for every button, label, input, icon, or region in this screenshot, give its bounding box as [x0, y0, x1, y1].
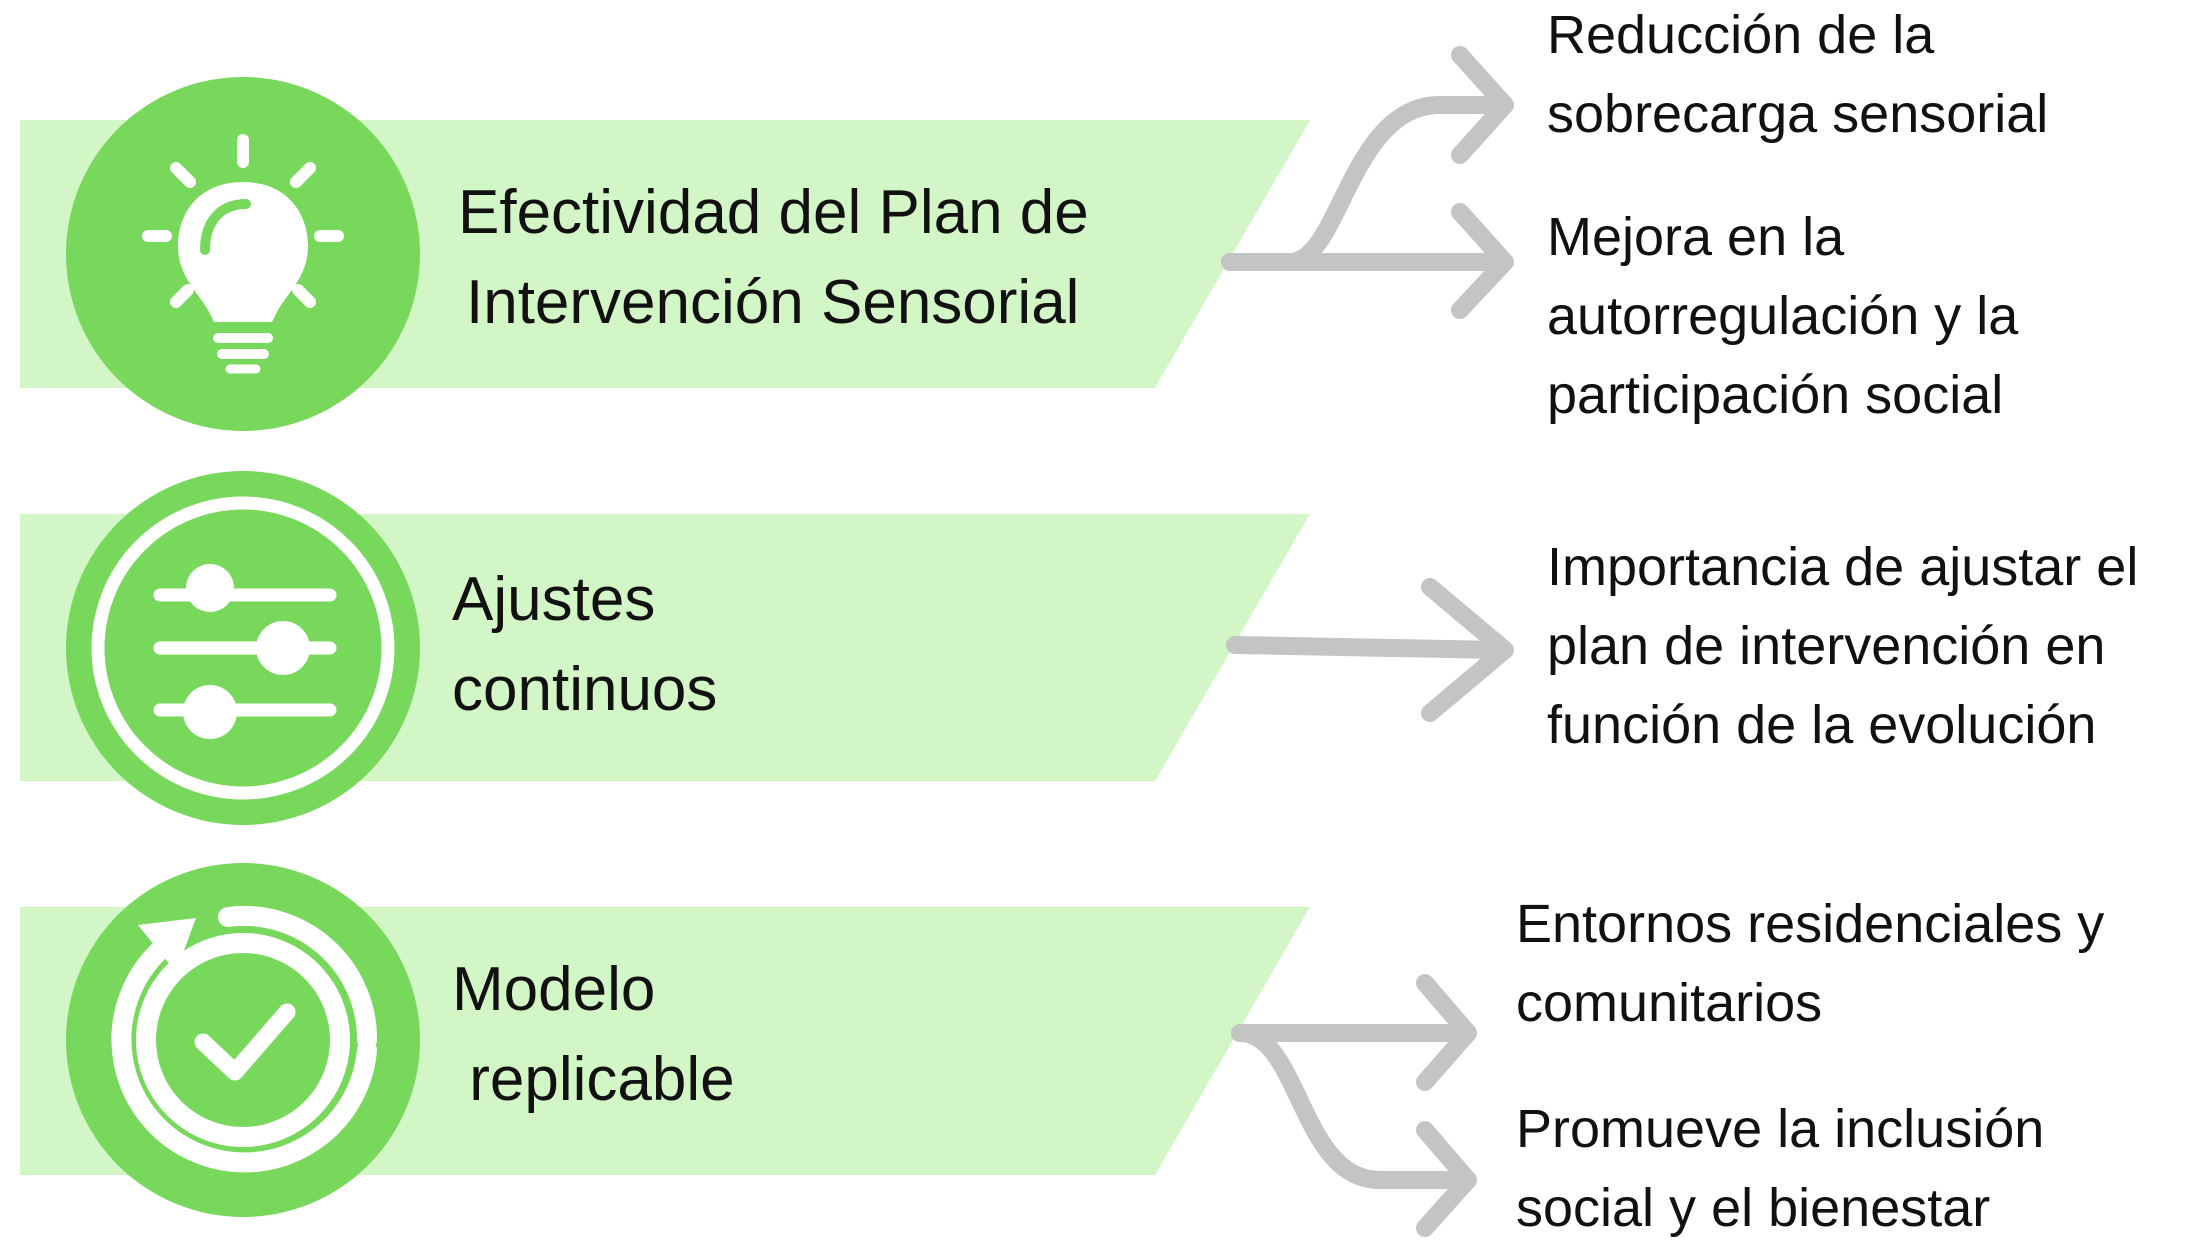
row-1-outcome-2: Mejora en la autorregulación y la partic…	[1547, 198, 2018, 435]
arrowhead-1a	[1451, 46, 1514, 164]
lightbulb-icon	[142, 134, 344, 374]
connector-3b	[1231, 1024, 1474, 1189]
arrowhead-1b	[1451, 203, 1514, 319]
row-3-title: Modelo replicable	[452, 945, 735, 1125]
row-1-title-line-1: Efectividad del Plan de	[458, 178, 1089, 247]
arrowhead-2	[1421, 578, 1514, 722]
sliders-icon	[153, 564, 337, 739]
row-2-outcome-1-line-2: plan de intervención en	[1547, 616, 2106, 676]
arrowhead-3b	[1416, 1121, 1477, 1237]
row-2-outcome-1-line-1: Importancia de ajustar el	[1547, 537, 2139, 597]
row-1-outcome-1-line-2: sobrecarga sensorial	[1547, 84, 2049, 144]
row-1-outcome-2-line-1: Mejora en la	[1547, 207, 1845, 267]
cycle-check-icon	[111, 905, 378, 1173]
row-3-outcome-1: Entornos residenciales y comunitarios	[1516, 885, 2104, 1043]
row-1-title: Efectividad del Plan de Intervención Sen…	[458, 168, 1089, 348]
row-3-outcome-2: Promueve la inclusión social y el bienes…	[1516, 1090, 2044, 1248]
row-1-title-line-2: Intervención Sensorial	[466, 268, 1080, 337]
row-2-title-line-1: Ajustes	[452, 565, 656, 634]
row-3-outcome-2-line-1: Promueve la inclusión	[1516, 1099, 2045, 1159]
connectors	[1221, 46, 1514, 1237]
arrowhead-3a	[1416, 974, 1477, 1091]
row-1-outcome-1-line-1: Reducción de la	[1547, 5, 1935, 65]
row-2-title-line-2: continuos	[452, 655, 718, 724]
row-3-title-line-2: replicable	[452, 1045, 735, 1114]
row-1-outcome-2-line-2: autorregulación y la	[1547, 286, 2019, 346]
row-2-outcome-1: Importancia de ajustar el plan de interv…	[1547, 528, 2138, 765]
row-2-outcome-1-line-3: función de la evolución	[1547, 695, 2097, 755]
row-3-outcome-2-line-2: social y el bienestar	[1516, 1178, 1991, 1238]
row-1-outcome-1: Reducción de la sobrecarga sensorial	[1547, 0, 2048, 154]
row-2-title: Ajustes continuos	[452, 555, 717, 735]
row-3-outcome-1-line-1: Entornos residenciales y	[1516, 894, 2105, 954]
row-3-outcome-1-line-2: comunitarios	[1516, 973, 1823, 1033]
row-3-title-line-1: Modelo	[452, 955, 656, 1024]
connector-2	[1226, 636, 1509, 659]
row-1-outcome-2-line-3: participación social	[1547, 365, 2004, 425]
